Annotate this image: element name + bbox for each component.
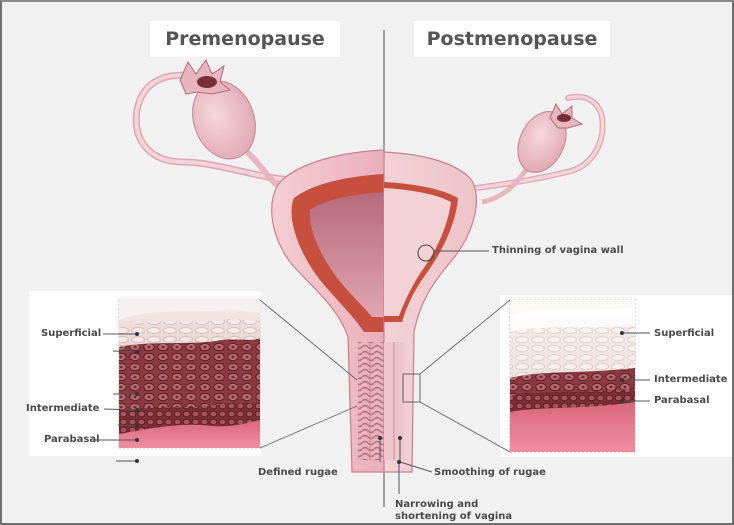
left-parabasal-label: Parabasal [44, 434, 100, 446]
left-superficial-label: Superficial [41, 328, 101, 340]
premenopause-title: Premenopause [150, 21, 340, 57]
smoothing-rugae-label: Smoothing of rugae [434, 467, 546, 479]
thinning-label: Thinning of vagina wall [492, 245, 624, 257]
right-intermediate-label: Intermediate [654, 374, 727, 386]
defined-rugae-label: Defined rugae [258, 467, 338, 479]
left-intermediate-label: Intermediate [26, 403, 99, 415]
narrowing-label-line2: shortening of vagina [395, 511, 512, 523]
right-superficial-label: Superficial [654, 328, 714, 340]
narrowing-label-line1: Narrowing and [395, 499, 478, 511]
postmenopause-title: Postmenopause [414, 21, 610, 57]
right-parabasal-label: Parabasal [654, 395, 710, 407]
